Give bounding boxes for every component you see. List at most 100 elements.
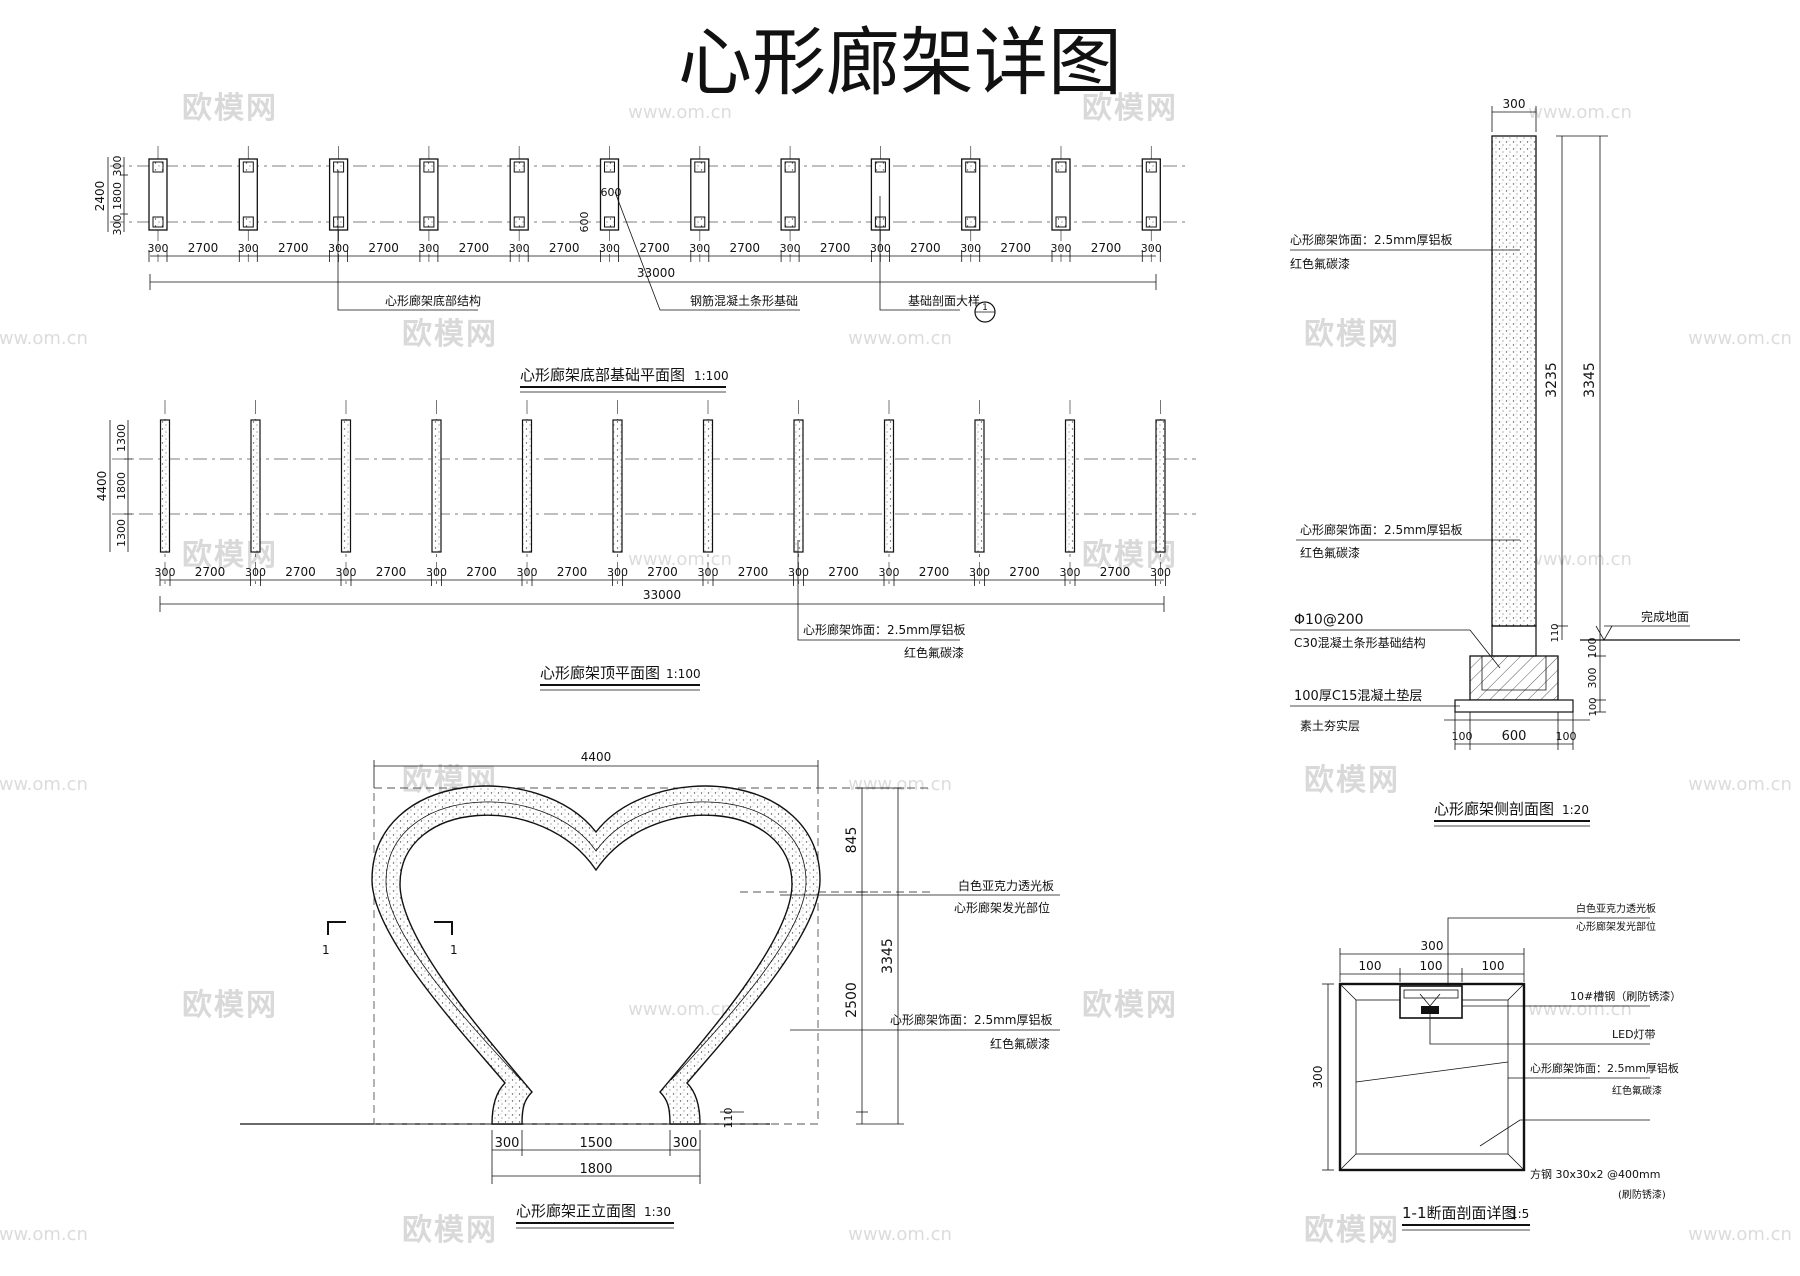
fp-section-mark: 1 bbox=[982, 303, 988, 313]
fp-dim-gap: 2700 bbox=[820, 241, 851, 255]
fp-dim-gap: 2700 bbox=[368, 241, 399, 255]
ds-dim-a: 100 bbox=[1359, 959, 1382, 973]
fe-dim-mid: 2500 bbox=[844, 982, 860, 1018]
fe-title: 心形廊架正立面图 bbox=[516, 1202, 636, 1220]
ss-dim-110: 110 bbox=[1550, 623, 1561, 642]
watermark-url: www.om.cn bbox=[1688, 328, 1792, 349]
fp-dim-col: 300 bbox=[418, 242, 439, 255]
fp-dim-total: 33000 bbox=[637, 266, 675, 280]
ds-note-glow: 心形廊架发光部位 bbox=[1576, 920, 1656, 933]
ss-cushion: 100厚C15混凝土垫层 bbox=[1294, 688, 1422, 704]
ds-dim-c: 100 bbox=[1482, 959, 1505, 973]
ss-dim-300: 300 bbox=[1586, 668, 1599, 689]
watermark-url: www.om.cn bbox=[848, 328, 952, 349]
fp-dim-gap: 2700 bbox=[1091, 241, 1122, 255]
ss-cushion bbox=[1454, 699, 1574, 713]
fp-column-footing bbox=[780, 158, 800, 231]
tp-column bbox=[521, 419, 533, 553]
tp-dim-col: 300 bbox=[879, 566, 900, 579]
watermark-url: www.om.cn bbox=[628, 999, 732, 1020]
tp-dim-side1: 1300 bbox=[115, 424, 128, 452]
fp-dim-gap: 2700 bbox=[549, 241, 580, 255]
tp-dim-col: 300 bbox=[336, 566, 357, 579]
ss-title: 心形廊架侧剖面图 bbox=[1434, 800, 1554, 818]
fp-dim-gap: 2700 bbox=[639, 241, 670, 255]
fe-dim-inner: 1500 bbox=[579, 1136, 612, 1151]
fp-column-footing bbox=[690, 158, 710, 231]
tp-dim-gap: 2700 bbox=[466, 565, 497, 579]
ss-soil: 素土夯实层 bbox=[1300, 718, 1360, 733]
tp-dim-col: 300 bbox=[607, 566, 628, 579]
fp-dim-col: 300 bbox=[599, 242, 620, 255]
ds-dim-total: 300 bbox=[1421, 939, 1444, 953]
fp-dim-gap: 2700 bbox=[188, 241, 219, 255]
tp-column bbox=[1064, 419, 1076, 553]
fe-note-glow: 心形廊架发光部位 bbox=[954, 900, 1050, 915]
watermark-url: www.om.cn bbox=[1528, 549, 1632, 570]
fp-dim-bot: 300 bbox=[111, 215, 124, 236]
fp-dim-gap: 2700 bbox=[459, 241, 490, 255]
ss-note-cladding-top: 心形廊架饰面：2.5mm厚铝板 bbox=[1290, 232, 1452, 247]
ss-note-paint-top: 红色氟碳漆 bbox=[1290, 256, 1350, 271]
fp-title: 心形廊架底部基础平面图 bbox=[520, 366, 685, 384]
tp-column bbox=[159, 419, 171, 553]
fp-dim-gap: 2700 bbox=[730, 241, 761, 255]
watermark-url: www.om.cn bbox=[848, 774, 952, 795]
tp-dim-gap: 2700 bbox=[285, 565, 316, 579]
fp-dim-col: 300 bbox=[1141, 242, 1162, 255]
ss-dim-100b: 100 bbox=[1588, 697, 1599, 716]
ss-dim-pad-right: 100 bbox=[1556, 730, 1577, 743]
fp-label-structure: 心形廊架底部结构 bbox=[385, 293, 481, 308]
fp-dim-col: 300 bbox=[780, 242, 801, 255]
watermark-url: www.om.cn bbox=[628, 549, 732, 570]
fp-dim-gap: 2700 bbox=[1000, 241, 1031, 255]
tp-dim-gap: 2700 bbox=[195, 565, 226, 579]
fp-dim-footing-h: 600 bbox=[578, 212, 591, 233]
tp-dim-total: 33000 bbox=[643, 588, 681, 602]
fp-dim-col: 300 bbox=[1051, 242, 1072, 255]
fp-scale: 1:100 bbox=[694, 369, 729, 383]
tp-dim-col: 300 bbox=[788, 566, 809, 579]
tp-column bbox=[340, 419, 352, 553]
watermark-brand: 欧模网 bbox=[1304, 317, 1400, 352]
ss-dim-100a: 100 bbox=[1586, 638, 1599, 659]
ss-note-cladding-low: 心形廊架饰面：2.5mm厚铝板 bbox=[1300, 522, 1462, 537]
watermark-url: www.om.cn bbox=[1528, 102, 1632, 123]
tp-dim-col: 300 bbox=[426, 566, 447, 579]
watermark-url: www.om.cn bbox=[0, 774, 88, 795]
tp-dim-gap: 2700 bbox=[376, 565, 407, 579]
watermark-brand: 欧模网 bbox=[402, 317, 498, 352]
watermark-brand: 欧模网 bbox=[402, 1213, 498, 1248]
watermark-url: www.om.cn bbox=[1528, 999, 1632, 1020]
fp-column-footing bbox=[238, 158, 258, 231]
tp-dim-gap: 2700 bbox=[1100, 565, 1131, 579]
tp-dim-col: 300 bbox=[1060, 566, 1081, 579]
fp-column-footing bbox=[148, 158, 168, 231]
watermark-brand: 欧模网 bbox=[1082, 91, 1178, 126]
fp-dim-footing-w: 600 bbox=[601, 186, 622, 199]
tp-dim-gap: 2700 bbox=[1009, 565, 1040, 579]
watermark-brand: 欧模网 bbox=[1304, 763, 1400, 798]
fe-dim-leg-left: 300 bbox=[495, 1136, 520, 1151]
fp-column-footing bbox=[419, 158, 439, 231]
tp-dim-col: 300 bbox=[517, 566, 538, 579]
sheet-title: 心形廊架详图 bbox=[678, 20, 1122, 106]
watermark-brand: 欧模网 bbox=[182, 988, 278, 1023]
detail-section: 300 100 100 100 300 白色亚克力透光板 心形廊架发光部位 10… bbox=[1311, 902, 1681, 1231]
ds-note-led: LED灯带 bbox=[1612, 1028, 1656, 1041]
fp-dim-top: 300 bbox=[111, 156, 124, 177]
fp-dim-col: 300 bbox=[960, 242, 981, 255]
fp-dim-gap: 2700 bbox=[910, 241, 941, 255]
fe-dim-width: 4400 bbox=[581, 750, 612, 764]
tp-dim-gap: 2700 bbox=[828, 565, 859, 579]
fp-label-strip: 钢筋混凝土条形基础 bbox=[690, 293, 798, 308]
tp-column bbox=[883, 419, 895, 553]
tp-note-paint: 红色氟碳漆 bbox=[904, 645, 964, 660]
side-section: 完成地面 300 3235 3345 110 100 300 100 100 6… bbox=[1290, 97, 1740, 827]
tp-dim-col: 300 bbox=[1150, 566, 1171, 579]
front-elevation: 1 1 4400 845 2500 3345 110 白色亚克力透光板 心形廊架… bbox=[240, 750, 1060, 1229]
fe-dim-top: 845 bbox=[844, 827, 860, 854]
ss-dim-pad-left: 100 bbox=[1452, 730, 1473, 743]
